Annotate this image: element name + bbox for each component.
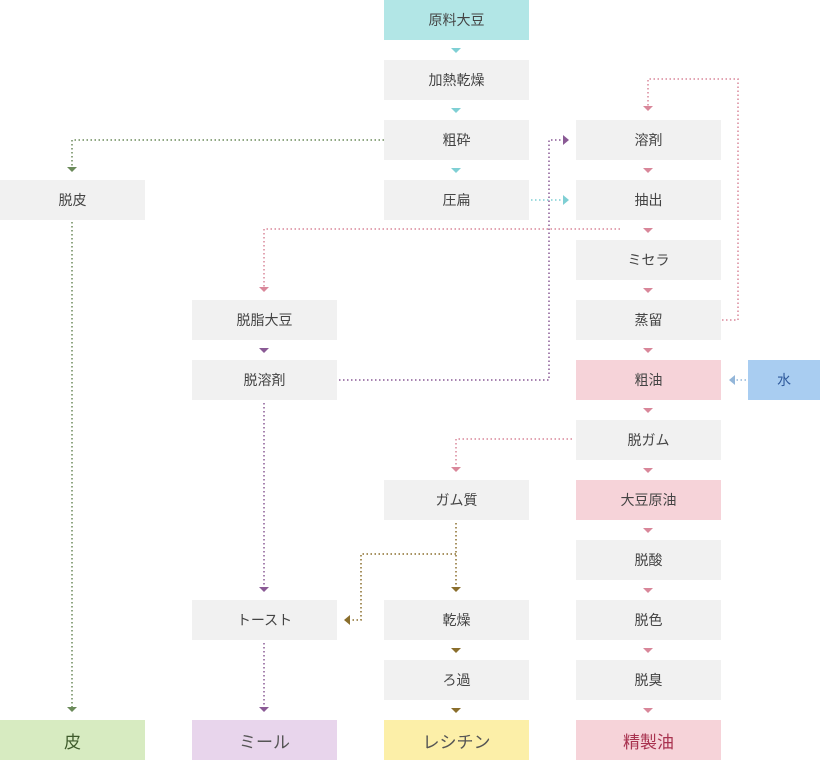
line-desolventizing-to-solvent	[339, 139, 563, 381]
arrow-dehulling-to-hull	[67, 707, 77, 712]
node-label: 脱溶剤	[243, 373, 286, 389]
arrow-drying-to-filtration	[451, 648, 461, 653]
arrow-crushing-to-flaking	[451, 168, 461, 173]
node-solvent: 溶剤	[576, 120, 721, 160]
node-label: 脱色	[634, 613, 663, 629]
node-decolorization: 脱色	[576, 600, 721, 640]
node-label: 皮	[64, 732, 81, 753]
node-meal: ミール	[192, 720, 337, 760]
node-label: 脱酸	[634, 553, 663, 569]
node-label: 乾燥	[442, 613, 471, 629]
node-label: 脱臭	[634, 673, 663, 689]
arrow-crushing-to-dehulling	[67, 167, 77, 172]
node-crushing: 粗砕	[384, 120, 529, 160]
node-label: ミセラ	[627, 253, 670, 269]
node-soybean-crude-oil: 大豆原油	[576, 480, 721, 520]
node-hull: 皮	[0, 720, 145, 760]
arrow-solvent-to-extraction	[643, 168, 653, 173]
node-extraction: 抽出	[576, 180, 721, 220]
node-label: 脱ガム	[627, 433, 670, 449]
arrow-extraction-to-miscella	[643, 228, 653, 233]
node-label: 蒸留	[634, 313, 663, 329]
node-dehulling: 脱皮	[0, 180, 145, 220]
node-gum: ガム質	[384, 480, 529, 520]
node-label: 水	[777, 373, 791, 389]
line-gum-to-toasting	[350, 553, 456, 621]
node-label: トースト	[236, 613, 293, 629]
arrow-crude-oil-to-degumming	[643, 408, 653, 413]
node-filtration: ろ過	[384, 660, 529, 700]
arrow-water-to-crude-oil	[729, 375, 735, 385]
node-label: 加熱乾燥	[428, 73, 485, 89]
node-label: 精製油	[623, 732, 674, 753]
node-label: 抽出	[634, 193, 663, 209]
arrow-gum-to-toasting	[344, 615, 350, 625]
node-crude-oil: 粗油	[576, 360, 721, 400]
line-extraction-to-defatted	[263, 228, 620, 287]
node-label: 脱脂大豆	[236, 313, 293, 329]
arrow-desolventizing-to-toasting	[259, 587, 269, 592]
line-crushing-to-dehulling	[71, 139, 384, 167]
node-flaking: 圧扁	[384, 180, 529, 220]
node-refined-oil: 精製油	[576, 720, 721, 760]
node-label: ミール	[239, 732, 290, 753]
node-lecithin: レシチン	[384, 720, 529, 760]
node-toasting: トースト	[192, 600, 337, 640]
arrow-extraction-to-defatted	[259, 287, 269, 292]
node-distillation: 蒸留	[576, 300, 721, 340]
node-defatted-soybean: 脱脂大豆	[192, 300, 337, 340]
node-miscella: ミセラ	[576, 240, 721, 280]
arrow-defatted-to-desolventizing	[259, 348, 269, 353]
arrow-miscella-to-distillation	[643, 288, 653, 293]
arrow-soybean-crude-oil-to-deacidification	[643, 528, 653, 533]
node-label: 脱皮	[58, 193, 87, 209]
node-deodorization: 脱臭	[576, 660, 721, 700]
arrow-distillation-to-solvent	[643, 106, 653, 111]
node-label: ガム質	[435, 493, 478, 509]
node-label: 粗油	[634, 373, 663, 389]
node-raw-soybean: 原料大豆	[384, 0, 529, 40]
node-label: ろ過	[442, 673, 471, 689]
node-gum-drying: 乾燥	[384, 600, 529, 640]
node-label: レシチン	[422, 732, 491, 753]
node-label: 原料大豆	[428, 13, 485, 29]
arrow-flaking-to-extraction	[563, 195, 569, 205]
arrow-toasting-to-meal	[259, 707, 269, 712]
line-distillation-to-solvent	[647, 78, 739, 321]
arrow-filtration-to-lecithin	[451, 708, 461, 713]
node-label: 粗砕	[442, 133, 471, 149]
arrow-degumming-to-soybean-crude-oil	[643, 468, 653, 473]
node-water: 水	[748, 360, 820, 400]
arrow-decolorization-to-deodorization	[643, 648, 653, 653]
arrow-raw-to-heating	[451, 48, 461, 53]
node-label: 大豆原油	[620, 493, 677, 509]
node-deacidification: 脱酸	[576, 540, 721, 580]
node-label: 圧扁	[442, 193, 471, 209]
node-heating-drying: 加熱乾燥	[384, 60, 529, 100]
node-desolventizing: 脱溶剤	[192, 360, 337, 400]
node-label: 溶剤	[634, 133, 663, 149]
line-degumming-to-gum	[455, 438, 572, 467]
arrow-degumming-to-gum	[451, 467, 461, 472]
arrow-desolventizing-to-solvent	[563, 135, 569, 145]
arrow-deodorization-to-refined-oil	[643, 708, 653, 713]
arrow-deacidification-to-decolorization	[643, 588, 653, 593]
arrow-gum-to-drying	[451, 587, 461, 592]
arrow-heating-to-crushing	[451, 108, 461, 113]
node-degumming: 脱ガム	[576, 420, 721, 460]
arrow-distillation-to-crude-oil	[643, 348, 653, 353]
